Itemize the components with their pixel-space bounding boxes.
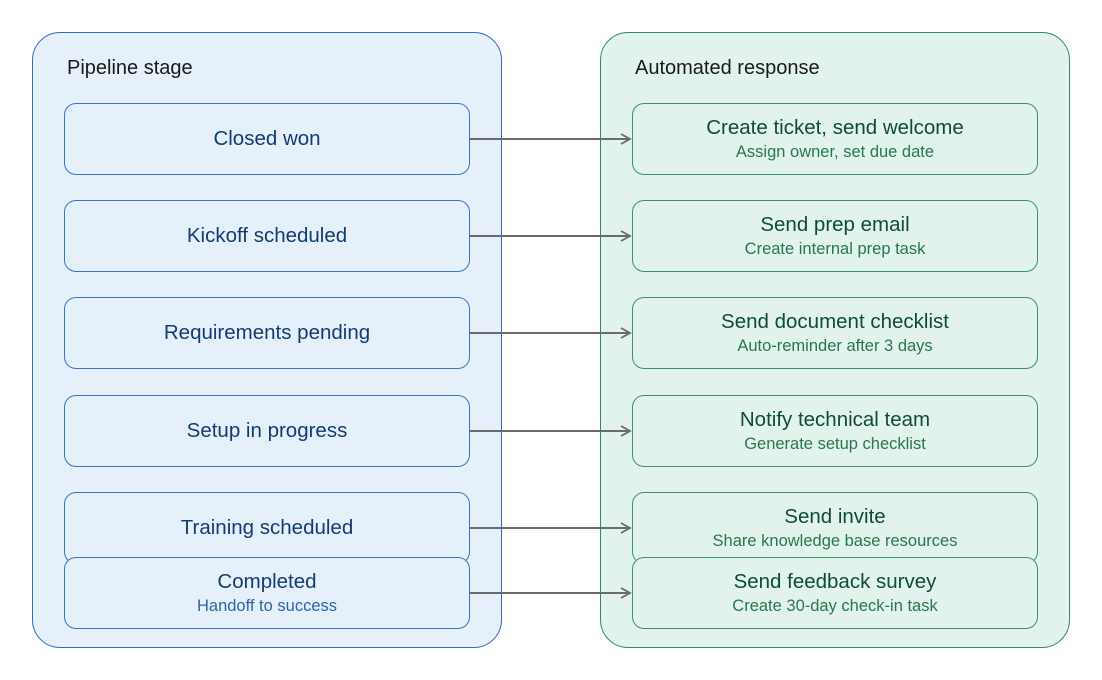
response-sublabel: Share knowledge base resources bbox=[712, 532, 958, 550]
automated-response-title: Automated response bbox=[635, 57, 820, 79]
response-node-notify-technical-team: Notify technical team Generate setup che… bbox=[632, 395, 1038, 467]
stage-node-setup-in-progress: Setup in progress bbox=[64, 395, 470, 467]
response-label: Send feedback survey bbox=[733, 570, 937, 593]
response-label: Create ticket, send welcome bbox=[706, 116, 964, 139]
stage-label: Closed won bbox=[213, 127, 321, 150]
response-label: Notify technical team bbox=[739, 408, 931, 431]
stage-node-kickoff-scheduled: Kickoff scheduled bbox=[64, 200, 470, 272]
stage-node-closed-won: Closed won bbox=[64, 103, 470, 175]
response-node-send-feedback-survey: Send feedback survey Create 30-day check… bbox=[632, 557, 1038, 629]
response-sublabel: Create internal prep task bbox=[744, 240, 926, 258]
response-sublabel: Create 30-day check-in task bbox=[732, 597, 938, 615]
stage-label: Kickoff scheduled bbox=[186, 224, 348, 247]
response-node-create-ticket: Create ticket, send welcome Assign owner… bbox=[632, 103, 1038, 175]
pipeline-stage-title: Pipeline stage bbox=[67, 57, 193, 79]
stage-node-completed: Completed Handoff to success bbox=[64, 557, 470, 629]
response-node-send-prep-email: Send prep email Create internal prep tas… bbox=[632, 200, 1038, 272]
response-node-send-document-checklist: Send document checklist Auto-reminder af… bbox=[632, 297, 1038, 369]
response-sublabel: Generate setup checklist bbox=[744, 435, 926, 453]
stage-label: Training scheduled bbox=[180, 516, 354, 539]
response-sublabel: Auto-reminder after 3 days bbox=[737, 337, 933, 355]
response-label: Send prep email bbox=[760, 213, 910, 236]
stage-node-requirements-pending: Requirements pending bbox=[64, 297, 470, 369]
response-sublabel: Assign owner, set due date bbox=[735, 143, 935, 161]
stage-label: Setup in progress bbox=[186, 419, 348, 442]
stage-node-training-scheduled: Training scheduled bbox=[64, 492, 470, 564]
response-label: Send invite bbox=[784, 505, 886, 528]
stage-sublabel: Handoff to success bbox=[196, 597, 338, 615]
stage-label: Completed bbox=[217, 570, 317, 593]
response-label: Send document checklist bbox=[721, 310, 949, 333]
stage-label: Requirements pending bbox=[163, 321, 371, 344]
